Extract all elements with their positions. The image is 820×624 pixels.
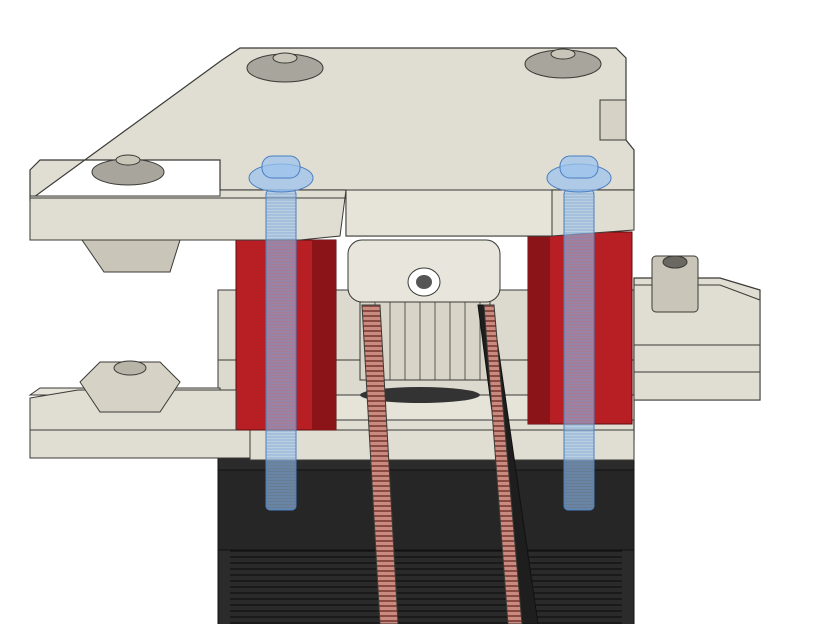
screw-head-icon [524,48,602,79]
hex-nut-top-left [81,239,181,273]
bolt-icon [546,155,612,511]
screw-head-icon [246,52,324,83]
square-nut-icon [651,255,699,313]
top-mount-plate [29,47,635,241]
timing-belt [361,304,539,624]
screw-head-icon [91,154,165,186]
t-nut-lower-left [79,360,181,413]
bolt-icon [248,155,314,511]
